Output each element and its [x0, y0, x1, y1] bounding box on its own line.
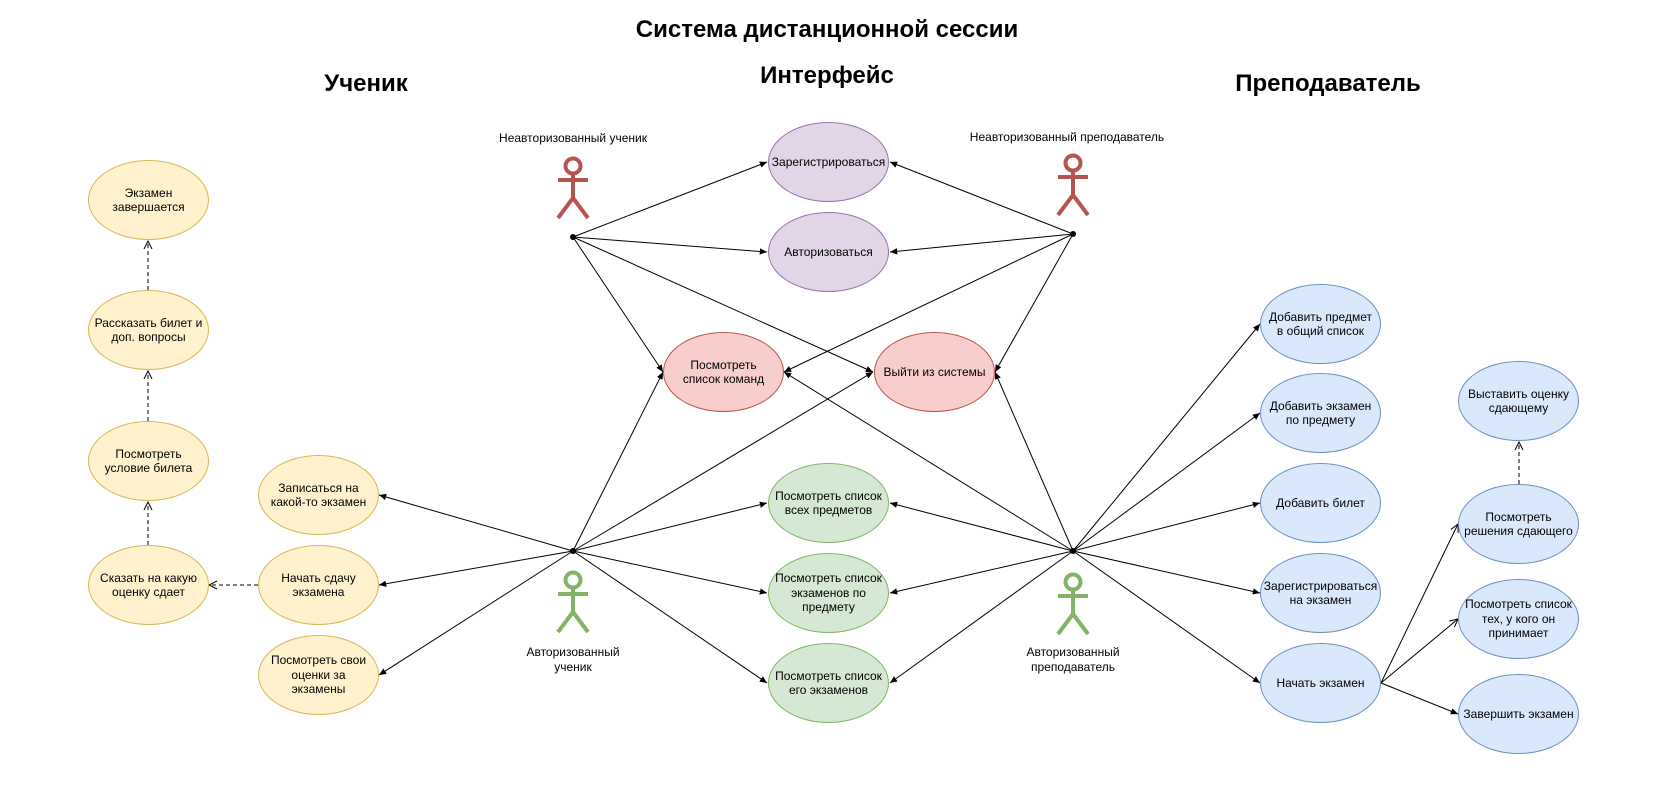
- edge-auth-student-view-teams: [572, 371, 664, 552]
- usecase-add-ticket[interactable]: Добавить билет: [1260, 463, 1381, 543]
- hub-unauth-student: [570, 234, 576, 240]
- usecase-logout[interactable]: Выйти из системы: [874, 332, 995, 412]
- usecase-set-grade-label: Выставить оценку сдающему: [1468, 386, 1569, 416]
- edge-start-exam-finish: [1380, 682, 1459, 715]
- edge-unauth-student-logout: [572, 236, 874, 373]
- usecase-tell-ticket[interactable]: Рассказать билет и доп. вопросы: [88, 290, 209, 370]
- usecase-finish-exam-label: Завершить экзамен: [1463, 706, 1574, 721]
- edge-auth-teacher-register-for-exam: [1072, 550, 1261, 595]
- edge-unauth-student-register: [572, 161, 768, 238]
- usecase-exam-ends-label: Экзамен завершается: [112, 185, 185, 215]
- edge-auth-student-his-exams: [572, 550, 768, 684]
- usecase-add-subject[interactable]: Добавить предмет в общий список: [1260, 284, 1381, 364]
- usecase-add-ticket-label: Добавить билет: [1276, 495, 1365, 510]
- usecase-view-solutions[interactable]: Посмотреть решения сдающего: [1458, 484, 1579, 564]
- edge-unauth-teacher-register: [889, 161, 1074, 235]
- edge-start-exam-view-list: [1380, 619, 1458, 684]
- usecase-view-teams[interactable]: Посмотреть список команд: [663, 332, 784, 412]
- usecase-view-his-exams-label: Посмотреть список его экзаменов: [775, 668, 882, 698]
- actor-unauth-student-label: Неавторизованный ученик: [499, 131, 647, 145]
- edges-group: [148, 161, 1519, 715]
- usecase-view-list-takers[interactable]: Посмотреть список тех, у кого он принима…: [1458, 579, 1579, 659]
- usecase-logout-label: Выйти из системы: [883, 364, 986, 379]
- edge-unauth-student-view-teams: [572, 236, 664, 373]
- usecase-view-all-subjects-label: Посмотреть список всех предметов: [775, 488, 882, 518]
- actor-auth-teacher-figure: [1056, 572, 1090, 636]
- edge-auth-student-sign-up: [378, 493, 574, 552]
- actor-unauth-teacher-label: Неавторизованный преподаватель: [969, 130, 1165, 144]
- usecase-view-list-takers-label: Посмотреть список тех, у кого он принима…: [1465, 597, 1572, 641]
- column-interface-title: Интерфейс: [760, 62, 894, 89]
- usecase-view-exams-by-subject-label: Посмотреть список экзаменов по предмету: [775, 571, 882, 615]
- usecase-say-grade[interactable]: Сказать на какую оценку сдает: [88, 545, 209, 625]
- usecase-start-exam-label: Начать экзамен: [1276, 675, 1365, 690]
- usecase-exam-ends[interactable]: Экзамен завершается: [88, 160, 209, 240]
- usecase-sign-up-exam[interactable]: Записаться на какой-то экзамен: [258, 455, 379, 535]
- edge-auth-teacher-view-teams: [783, 371, 1074, 552]
- usecase-view-ticket[interactable]: Посмотреть условие билета: [88, 421, 209, 501]
- edge-auth-teacher-add-exam: [1072, 412, 1261, 552]
- edge-auth-student-start-passing: [378, 550, 574, 587]
- usecase-view-ticket-label: Посмотреть условие билета: [104, 446, 193, 476]
- edge-auth-teacher-his-exams: [889, 550, 1074, 684]
- usecase-add-exam-label: Добавить экзамен по предмету: [1269, 398, 1372, 428]
- actors-group: [556, 153, 1090, 636]
- usecase-view-his-exams[interactable]: Посмотреть список его экзаменов: [768, 643, 889, 723]
- usecase-sign-up-exam-label: Записаться на какой-то экзамен: [270, 480, 367, 510]
- usecase-start-passing-exam-label: Начать сдачу экзамена: [281, 570, 356, 600]
- edge-auth-teacher-add-subject: [1072, 323, 1261, 552]
- edge-auth-teacher-add-ticket: [1072, 501, 1261, 552]
- actor-auth-student-label: Авторизованный ученик: [526, 645, 620, 674]
- actor-unauth-student-figure: [556, 156, 590, 220]
- edge-unauth-teacher-logout: [994, 233, 1074, 373]
- edge-auth-teacher-logout: [994, 371, 1074, 552]
- hub-unauth-teacher: [1070, 231, 1076, 237]
- usecase-add-subject-label: Добавить предмет в общий список: [1269, 309, 1372, 339]
- actor-auth-student-figure: [556, 570, 590, 634]
- actor-auth-teacher-label: Авторизованный преподаватель: [1026, 645, 1120, 674]
- usecase-add-exam[interactable]: Добавить экзамен по предмету: [1260, 373, 1381, 453]
- usecase-view-own-grades[interactable]: Посмотреть свои оценки за экзамены: [258, 635, 379, 715]
- edge-start-exam-view-solutions: [1380, 524, 1458, 684]
- usecase-view-teams-label: Посмотреть список команд: [682, 357, 765, 387]
- usecase-login-label: Авторизоваться: [784, 244, 873, 259]
- usecase-register-label: Зарегистрироваться: [771, 154, 886, 169]
- hub-auth-student: [570, 548, 576, 554]
- usecase-view-own-grades-label: Посмотреть свои оценки за экзамены: [270, 653, 367, 697]
- usecase-register-for-exam[interactable]: Зарегистрироваться на экзамен: [1260, 553, 1381, 633]
- usecase-register-for-exam-label: Зарегистрироваться на экзамен: [1263, 578, 1378, 608]
- hub-auth-teacher: [1070, 548, 1076, 554]
- usecase-say-grade-label: Сказать на какую оценку сдает: [100, 570, 197, 600]
- usecase-view-exams-by-subject[interactable]: Посмотреть список экзаменов по предмету: [768, 553, 889, 633]
- usecase-finish-exam[interactable]: Завершить экзамен: [1458, 674, 1579, 754]
- edge-auth-student-exams-by-subject: [572, 550, 768, 595]
- usecase-login[interactable]: Авторизоваться: [768, 212, 889, 292]
- edge-auth-student-logout: [572, 371, 874, 552]
- usecase-start-passing-exam[interactable]: Начать сдачу экзамена: [258, 545, 379, 625]
- diagram-title: Система дистанционной сессии: [635, 16, 1019, 43]
- edge-unauth-student-login: [572, 236, 768, 255]
- column-student-title: Ученик: [324, 70, 408, 97]
- usecase-start-exam[interactable]: Начать экзамен: [1260, 643, 1381, 723]
- edge-auth-student-all-subjects: [572, 501, 768, 552]
- edge-unauth-teacher-view-teams: [783, 233, 1074, 373]
- edge-auth-student-own-grades: [378, 550, 574, 676]
- edge-auth-teacher-exams-by-subject: [889, 550, 1074, 595]
- edge-unauth-teacher-login: [889, 233, 1074, 255]
- usecase-register[interactable]: Зарегистрироваться: [768, 122, 889, 202]
- usecase-tell-ticket-label: Рассказать билет и доп. вопросы: [94, 315, 203, 345]
- edge-auth-teacher-all-subjects: [889, 501, 1074, 552]
- column-teacher-title: Преподаватель: [1235, 70, 1421, 97]
- edge-auth-teacher-start-exam: [1072, 550, 1261, 684]
- usecase-view-solutions-label: Посмотреть решения сдающего: [1464, 509, 1573, 539]
- usecase-view-all-subjects[interactable]: Посмотреть список всех предметов: [768, 463, 889, 543]
- usecase-set-grade[interactable]: Выставить оценку сдающему: [1458, 361, 1579, 441]
- actor-unauth-teacher-figure: [1056, 153, 1090, 217]
